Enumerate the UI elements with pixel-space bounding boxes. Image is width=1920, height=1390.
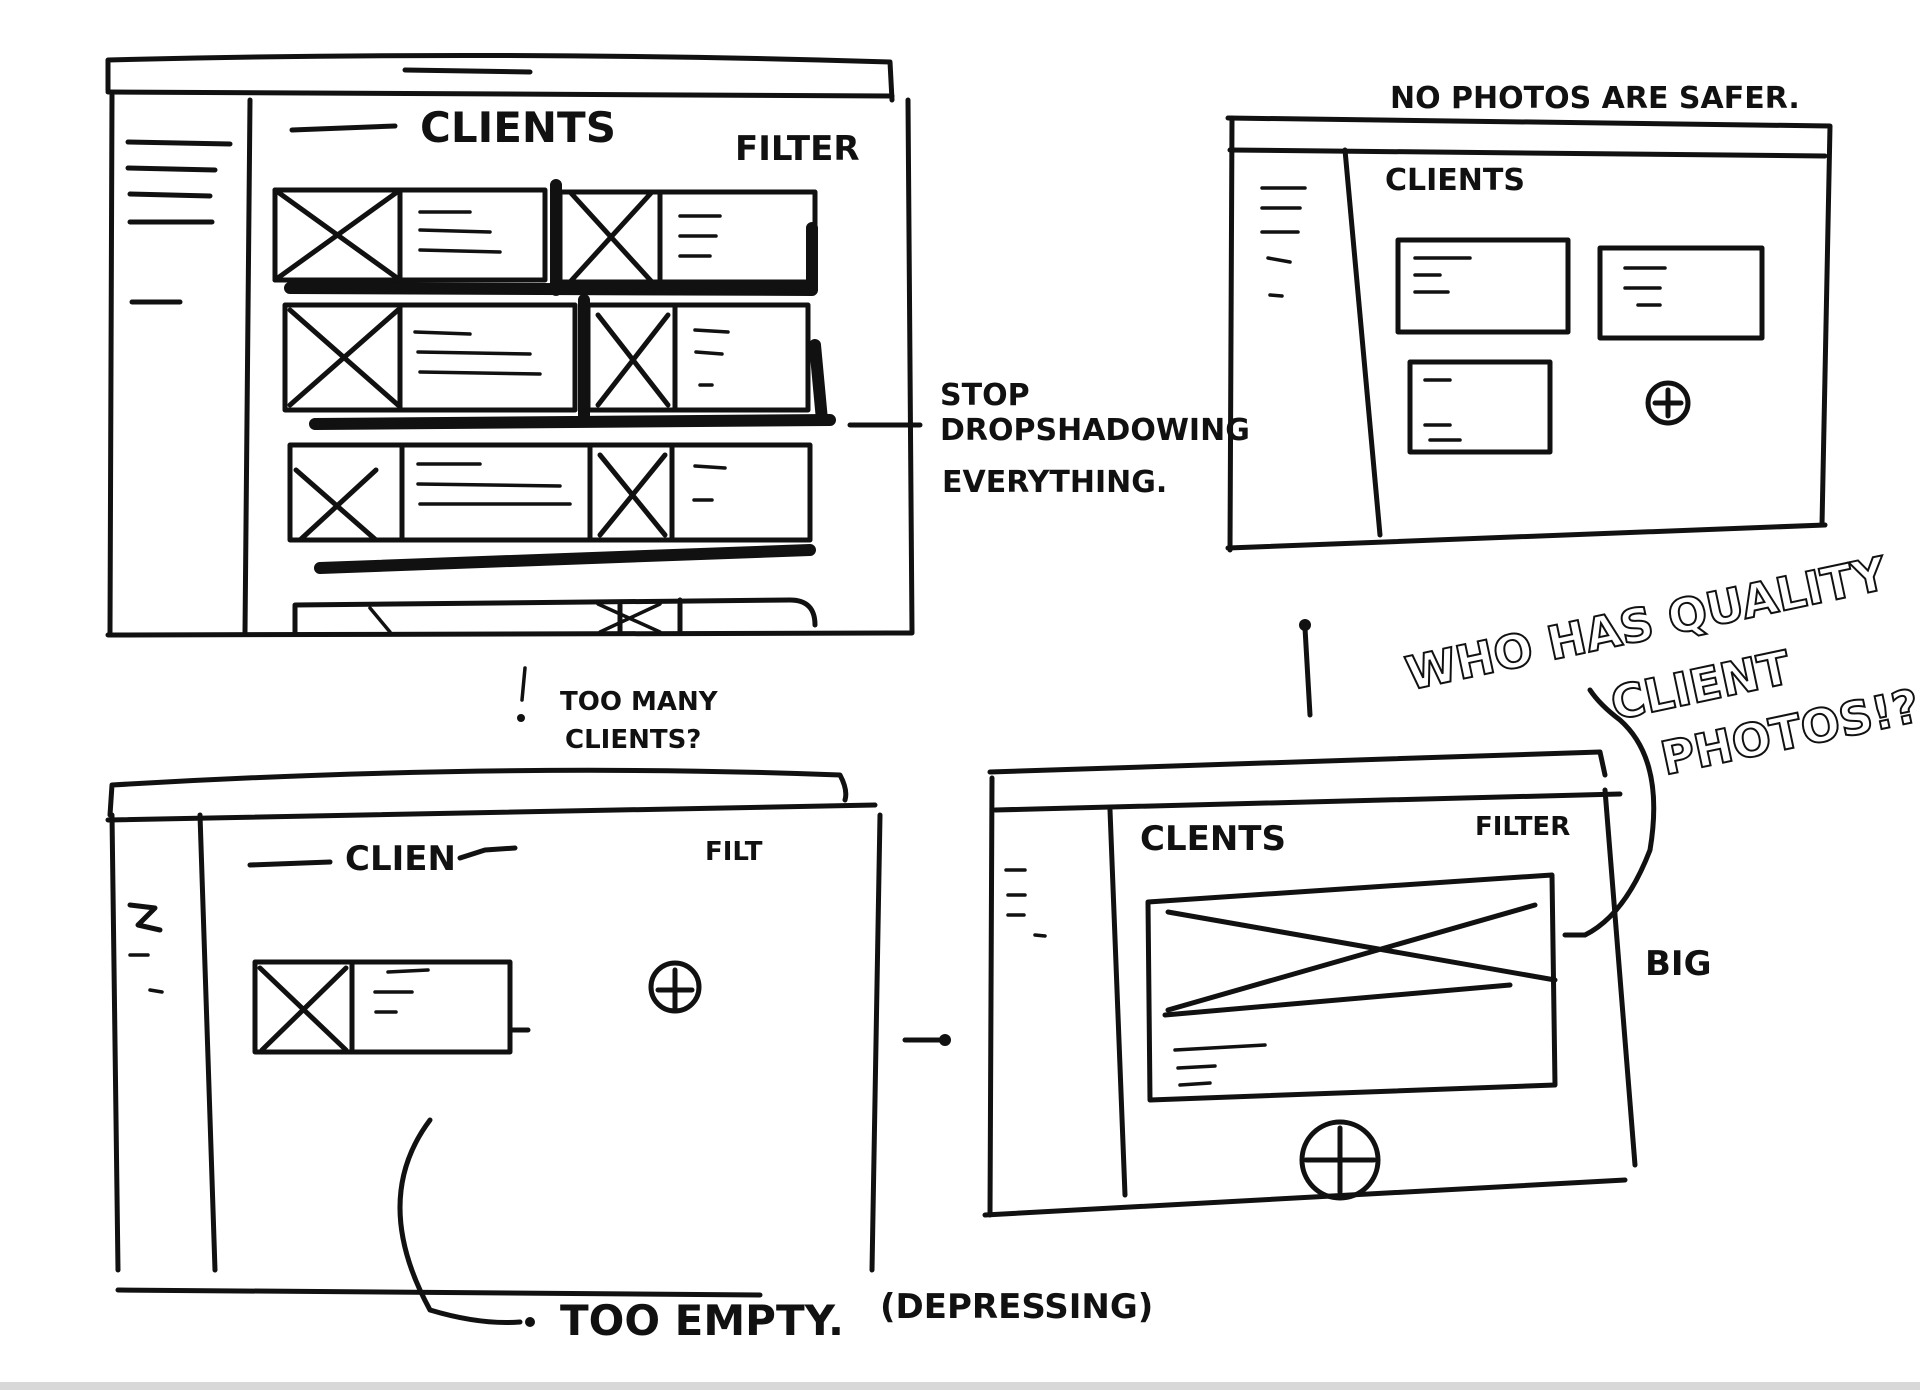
window-frame — [105, 52, 895, 103]
annotation-line-3: EVERYTHING. — [942, 465, 1167, 500]
sketch-d-wireframe: CLENTS FILTER BIG WHO HAS QUALITY CLIENT… — [982, 545, 1920, 1218]
client-card[interactable] — [282, 302, 578, 413]
paper-edge — [0, 1382, 1920, 1390]
page-title: CLIENTS — [420, 103, 616, 152]
drop-shadow — [284, 179, 818, 296]
client-card[interactable] — [252, 959, 531, 1055]
add-button[interactable] — [648, 960, 702, 1014]
sketch-c-wireframe: TOO MANY CLIENTS? CLIEN FILT TOO EMPTY. — [105, 666, 1153, 1345]
window-titlebar — [992, 791, 1623, 813]
annotation-line-2: DROPSHADOWING — [940, 413, 1250, 448]
plus-circle-icon — [1299, 1119, 1381, 1201]
title-dash — [247, 859, 333, 868]
window-titlebar — [105, 89, 895, 99]
sidebar-divider — [1342, 147, 1383, 538]
annotation-curve — [397, 1117, 523, 1325]
filter-link[interactable]: FILTER — [735, 129, 860, 169]
sidebar-divider — [197, 812, 218, 1273]
window-titlebar — [105, 802, 878, 823]
note-mark — [520, 666, 527, 702]
window-frame — [987, 749, 1608, 778]
client-card-large[interactable] — [1145, 872, 1558, 1103]
window-left-edge — [1227, 115, 1235, 553]
client-card[interactable] — [587, 442, 813, 543]
page-title: CLENTS — [1140, 819, 1286, 859]
drop-shadow — [309, 294, 836, 430]
filter-link[interactable]: FILTER — [1475, 812, 1570, 842]
client-card[interactable] — [292, 597, 818, 635]
sidebar-nav — [1260, 186, 1307, 298]
page-title: CLIEN — [345, 839, 456, 879]
client-card[interactable] — [557, 189, 818, 285]
window-frame — [1225, 115, 1833, 528]
sidebar-nav — [125, 139, 233, 305]
window-left-edge — [109, 812, 121, 1273]
add-button[interactable] — [1299, 1119, 1381, 1201]
window-left-edge — [987, 775, 995, 1218]
client-card[interactable] — [1597, 245, 1765, 341]
arrow-icon — [1299, 619, 1313, 718]
plus-circle-icon — [648, 960, 702, 1014]
drop-shadow — [314, 544, 816, 574]
window-frame — [107, 767, 849, 818]
title-grip — [402, 67, 533, 75]
title-dash — [289, 123, 398, 133]
side-note: BIG — [1645, 944, 1711, 984]
window-right-edge — [905, 97, 915, 635]
window-bottom-edge — [105, 630, 915, 638]
sidebar-nav — [1004, 868, 1047, 938]
footer-note: TOO EMPTY. — [560, 1296, 844, 1345]
plus-circle-icon — [1645, 380, 1691, 426]
add-button[interactable] — [1645, 380, 1691, 426]
sidebar-divider — [242, 97, 253, 635]
client-card[interactable] — [287, 442, 593, 543]
filter-link[interactable]: FILT — [705, 837, 763, 867]
note-line-2: CLIENTS? — [565, 725, 701, 755]
sketch-a-wireframe: CLIENTS FILTER — [105, 52, 1250, 638]
window-titlebar — [1227, 147, 1828, 159]
client-card[interactable] — [1395, 237, 1571, 335]
note-line-1: TOO MANY — [560, 687, 719, 717]
client-card[interactable] — [1407, 359, 1553, 455]
sketch-header-note: NO PHOTOS ARE SAFER. — [1390, 81, 1800, 116]
window-right-edge — [869, 812, 883, 1273]
page-title: CLIENTS — [1385, 163, 1525, 198]
sidebar-divider — [1107, 807, 1128, 1198]
window-right-edge — [1602, 787, 1638, 1168]
footer-aside: (DEPRESSING) — [880, 1287, 1153, 1327]
client-card[interactable] — [585, 302, 811, 413]
sketch-b-wireframe: NO PHOTOS ARE SAFER. CLIENTS — [1225, 81, 1833, 553]
annotation-line-1: STOP — [940, 378, 1030, 413]
title-scribble — [457, 845, 518, 861]
window-bottom-edge — [1225, 522, 1828, 551]
client-card[interactable] — [272, 187, 548, 283]
window-left-edge — [107, 92, 115, 635]
window-bottom-edge — [982, 1177, 1628, 1218]
window-bottom-edge — [115, 1287, 763, 1298]
annotation-curve — [1562, 687, 1657, 938]
arrow-icon — [902, 1034, 951, 1046]
sidebar-nav — [127, 902, 164, 994]
